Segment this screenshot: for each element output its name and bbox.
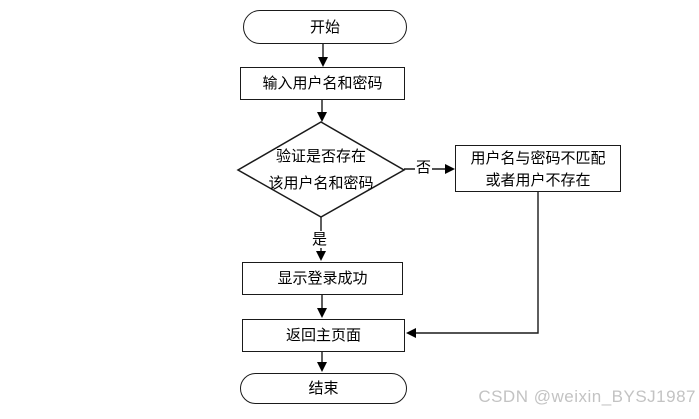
node-login-success: 显示登录成功 xyxy=(242,262,403,295)
node-start: 开始 xyxy=(243,10,407,44)
node-start-label: 开始 xyxy=(309,17,340,36)
node-decision: 验证是否存在 该用户名和密码 xyxy=(240,143,402,197)
branch-label-yes: 是 xyxy=(311,230,329,248)
node-input-credentials: 输入用户名和密码 xyxy=(240,67,405,100)
node-success-label: 显示登录成功 xyxy=(277,269,368,287)
node-decision-label-line2: 该用户名和密码 xyxy=(268,174,374,192)
node-error-message: 用户名与密码不匹配 或者用户不存在 xyxy=(455,145,621,192)
node-end-label: 结束 xyxy=(308,379,339,397)
node-error-label: 用户名与密码不匹配 或者用户不存在 xyxy=(470,147,605,191)
node-decision-label-line1: 验证是否存在 xyxy=(275,147,366,165)
node-input-label: 输入用户名和密码 xyxy=(262,74,383,92)
arrowhead-return-end xyxy=(317,362,327,372)
node-return-main: 返回主页面 xyxy=(242,319,405,352)
arrowhead-decision-success xyxy=(316,251,326,261)
arrowhead-error-return xyxy=(406,328,416,338)
node-error-label-line2: 或者用户不存在 xyxy=(485,170,591,189)
node-return-label: 返回主页面 xyxy=(285,326,361,344)
arrowhead-success-return xyxy=(317,308,327,318)
arrowhead-decision-error xyxy=(445,164,455,174)
csdn-watermark: CSDN @weixin_BYSJ1987 xyxy=(478,387,696,406)
node-end: 结束 xyxy=(240,373,407,404)
node-error-label-line1: 用户名与密码不匹配 xyxy=(470,148,606,167)
edge-error-return xyxy=(416,192,539,334)
branch-label-no: 否 xyxy=(415,158,433,176)
arrowhead-input-decision xyxy=(317,112,327,122)
arrowhead-start-input xyxy=(318,57,328,67)
